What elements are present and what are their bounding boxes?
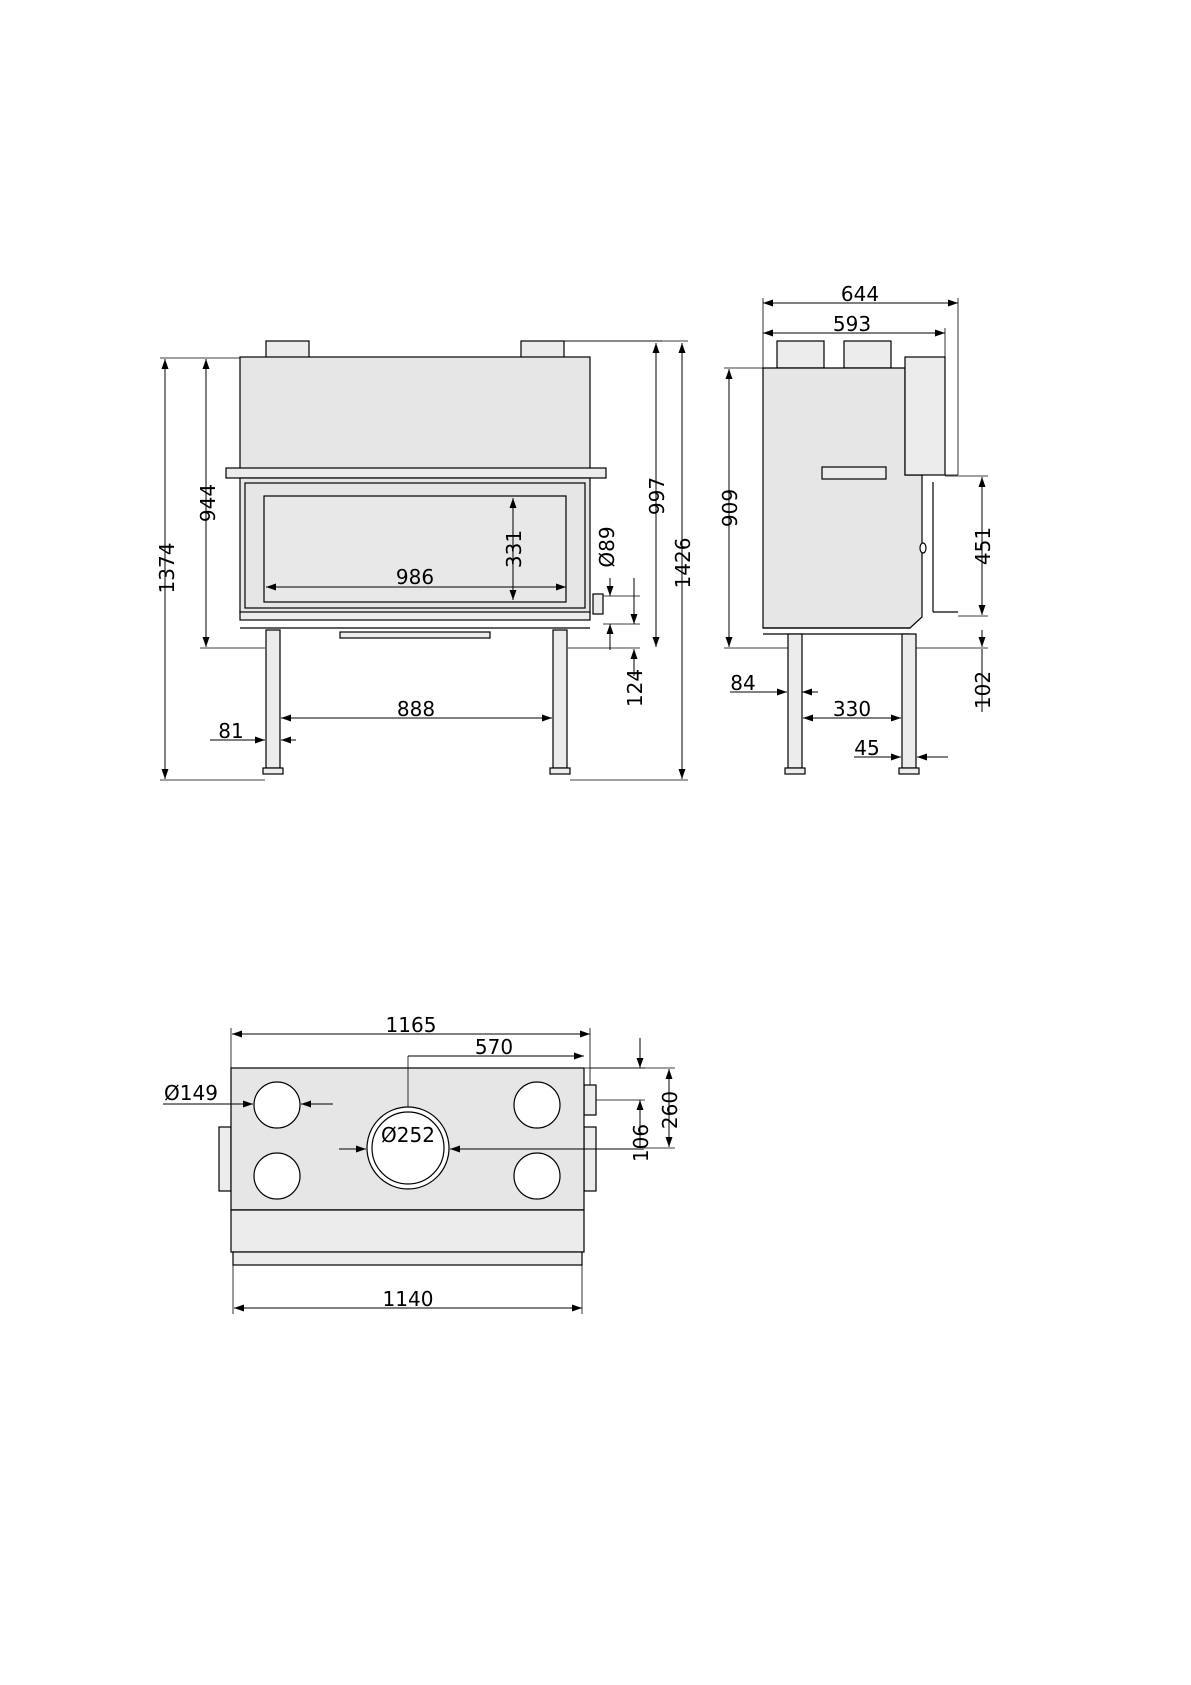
side-dim-330: 330 [833,697,871,721]
front-ledge [226,468,606,478]
side-dim-84: 84 [730,671,755,695]
side-leg-front [902,634,916,768]
front-dim-d89: Ø89 [595,526,619,567]
top-hole-upper-right [514,1082,560,1128]
front-dim-331: 331 [502,530,526,568]
top-front-section [231,1210,584,1252]
top-dim-260: 260 [658,1091,682,1129]
top-view: 1165 570 Ø149 Ø252 106 260 1140 [163,1013,682,1314]
top-dim-106: 106 [629,1124,653,1162]
side-front-panel [905,357,945,475]
side-flue-left [777,341,824,368]
top-dim-d252: Ø252 [381,1123,435,1147]
side-dim-644: 644 [841,282,879,306]
front-dim-1426: 1426 [671,538,695,589]
front-dim-986: 986 [396,565,434,589]
top-hole-lower-right [514,1153,560,1199]
side-view: 644 593 909 451 102 84 330 45 [718,282,995,774]
top-handle-left [219,1127,231,1191]
top-hole-upper-left [254,1082,300,1128]
front-leg-left [266,630,280,768]
top-dim-1165: 1165 [386,1013,437,1037]
top-dim-1140: 1140 [383,1287,434,1311]
front-dim-888: 888 [397,697,435,721]
side-dim-451: 451 [971,527,995,565]
front-ash-tray [340,632,490,638]
side-handle [822,467,886,479]
top-hole-lower-left [254,1153,300,1199]
top-hole-center [367,1107,449,1189]
front-dim-81: 81 [218,719,243,743]
side-dim-593: 593 [833,312,871,336]
front-view: 1374 944 331 986 Ø89 124 997 1426 8 [155,341,695,780]
side-dim-45: 45 [854,736,879,760]
side-dim-909: 909 [718,489,742,527]
side-flue-right [844,341,891,368]
front-flue-right [521,341,564,358]
front-hood [240,357,590,469]
front-dim-1374: 1374 [155,543,179,594]
side-leg-rear [788,634,802,768]
front-leg-right [553,630,567,768]
front-flue-left [266,341,309,358]
top-dim-570: 570 [475,1035,513,1059]
top-dim-d149: Ø149 [164,1081,218,1105]
top-handle-right [584,1127,596,1191]
side-body [763,368,922,628]
front-dim-124: 124 [623,669,647,707]
front-dim-997: 997 [645,477,669,515]
front-bottom-rail [240,612,590,620]
front-dim-944: 944 [196,484,220,522]
side-dim-102: 102 [971,671,995,709]
top-front-ledge [233,1252,582,1265]
